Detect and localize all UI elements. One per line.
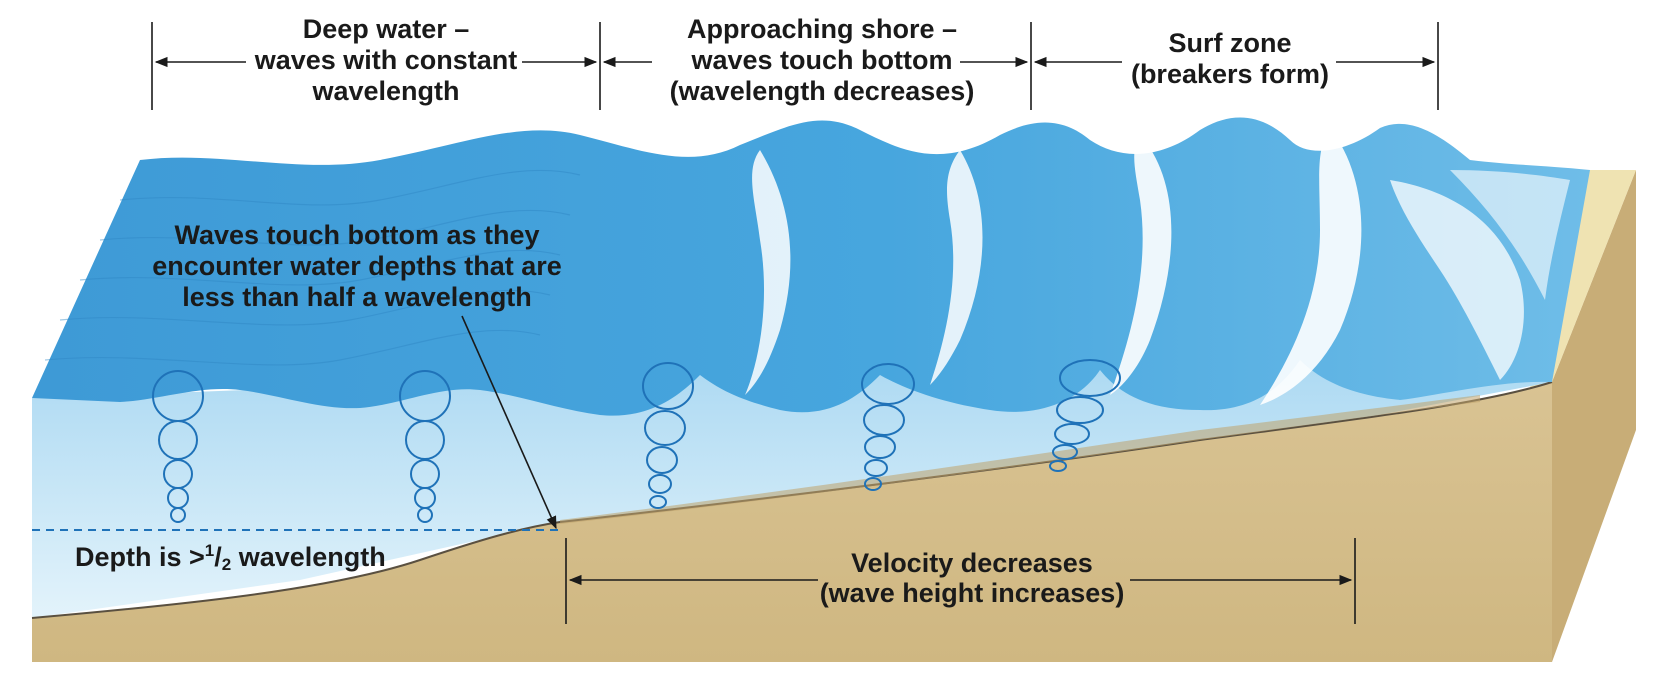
depth-label-suffix: wavelength: [231, 542, 386, 572]
callout-line2: encounter water depths that are: [152, 251, 562, 281]
foam: [745, 128, 1570, 405]
deep-water-label-line1: Deep water –: [303, 14, 470, 44]
surf-zone-label-line2: (breakers form): [1131, 59, 1329, 89]
sea-floor: [32, 382, 1552, 662]
orbit-column-2: [399, 370, 451, 523]
depth-label-prefix: Depth is >: [75, 542, 205, 572]
wave-ridges: [44, 169, 581, 366]
deep-water-label-line3: wavelength: [311, 76, 459, 106]
velocity-label-line1: Velocity decreases: [851, 548, 1093, 578]
orbit-column-4: [861, 363, 915, 491]
approaching-shore-label-line3: (wavelength decreases): [670, 76, 975, 106]
orbit-column-5: [1049, 359, 1121, 472]
orbit-column-3: [642, 362, 694, 509]
sediment-band: [560, 395, 1480, 524]
depth-label-fraction-denominator: 2: [222, 555, 231, 574]
velocity-label-line2: (wave height increases): [820, 578, 1125, 608]
depth-label: Depth is >1/2 wavelength: [75, 541, 386, 574]
header-dimension-lines: [151, 22, 1439, 110]
callout-leader-line: [461, 315, 557, 530]
orbit-column-1: [152, 370, 204, 523]
fraction-slash: /: [214, 542, 222, 572]
approaching-shore-label-line2: waves touch bottom: [690, 45, 952, 75]
callout-line3: less than half a wavelength: [182, 282, 532, 312]
surf-zone-label-line1: Surf zone: [1168, 28, 1291, 58]
depth-label-fraction-numerator: 1: [205, 541, 214, 560]
callout-line1: Waves touch bottom as they: [174, 220, 539, 250]
deep-water-label-line2: waves with constant: [254, 45, 518, 75]
sand-side-face: [1552, 170, 1636, 662]
wave-surface: [32, 117, 1590, 416]
velocity-dimension-lines: [565, 538, 1356, 624]
approaching-shore-label-line1: Approaching shore –: [687, 14, 957, 44]
